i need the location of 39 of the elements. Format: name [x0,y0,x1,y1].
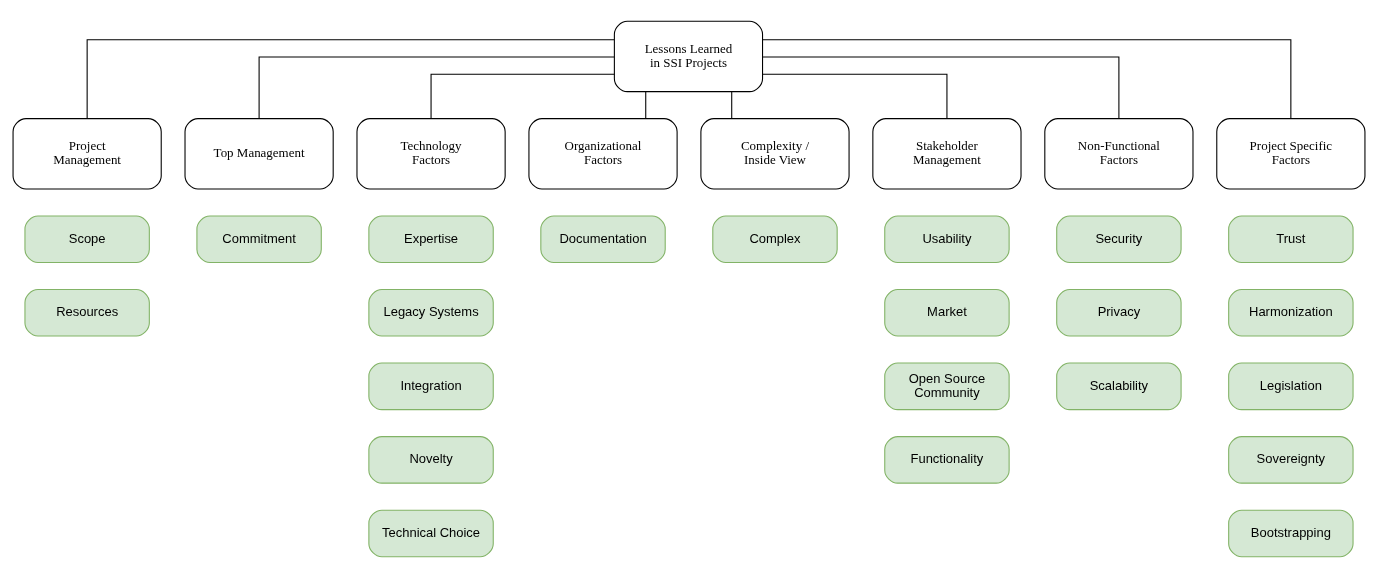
node-box: Commitment [196,215,322,264]
node-box: Novelty [368,436,494,484]
node-box: Project Specific Factors [1216,118,1366,190]
node-box: Project Management [12,118,162,190]
node-box: Complexity / Inside View [700,118,850,190]
node-box: Security [1056,215,1182,264]
node-box: Trust [1228,215,1354,264]
node-box: Resources [24,289,150,337]
node-box: Expertise [368,215,494,264]
connector [731,91,733,120]
node-box: Top Management [184,118,334,190]
node-box: Documentation [540,215,666,264]
node-box: Bootstrapping [1228,509,1354,558]
connector [86,39,615,120]
node-box: Technology Factors [356,118,506,190]
node-box: Legislation [1228,362,1354,411]
node-box: Technical Choice [368,509,494,558]
node-box: Harmonization [1228,289,1354,337]
node-box: Open Source Community [884,362,1010,411]
node-box: Scope [24,215,150,264]
node-box: Legacy Systems [368,289,494,337]
node-box: Organizational Factors [528,118,678,190]
node-box: Stakeholder Management [872,118,1022,190]
node-box: Sovereignty [1228,436,1354,484]
connector [645,91,647,120]
connector [762,39,1292,120]
node-box: Non-Functional Factors [1044,118,1194,190]
connector [258,56,615,120]
node-box: Market [884,289,1010,337]
node-box: Complex [712,215,838,264]
node-box: Privacy [1056,289,1182,337]
connector [430,73,615,119]
node-box: Integration [368,362,494,411]
node-box: Scalability [1056,362,1182,411]
connector [762,56,1120,120]
node-box: Functionality [884,436,1010,484]
node-box: Lessons Learned in SSI Projects [613,20,764,93]
node-box: Usability [884,215,1010,264]
connector [762,73,948,119]
